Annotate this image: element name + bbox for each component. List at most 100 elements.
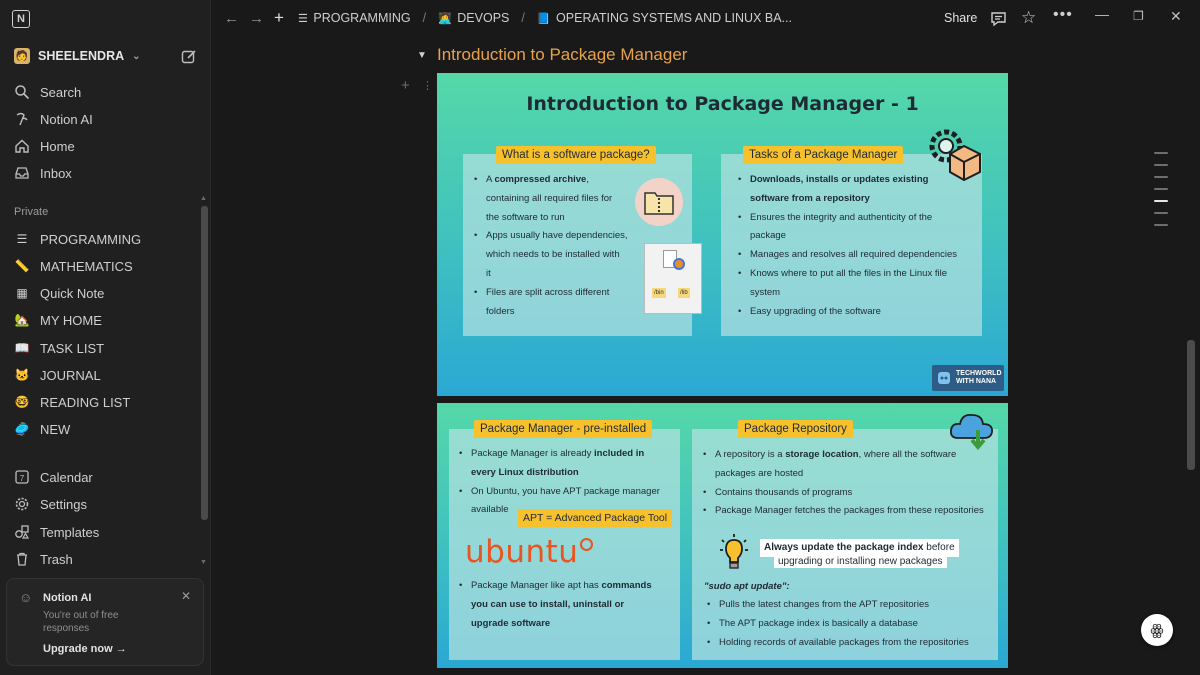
more-options-icon[interactable]: ••• bbox=[1053, 6, 1073, 23]
share-button[interactable]: Share bbox=[944, 11, 978, 25]
page-emoji-icon: ☰ bbox=[16, 232, 28, 246]
page-emoji-icon: 🥏 bbox=[14, 422, 30, 436]
cloud-download-icon bbox=[949, 414, 993, 450]
sidebar-item-label: PROGRAMMING bbox=[40, 231, 142, 247]
list-item: On Ubuntu, you have APT package manager bbox=[457, 483, 679, 502]
breadcrumb-item-programming[interactable]: ☰ PROGRAMMING bbox=[298, 11, 411, 25]
outline-line[interactable] bbox=[1154, 164, 1168, 166]
sidebar-item-label: Templates bbox=[40, 524, 100, 540]
scroll-up-arrow-icon[interactable]: ▲ bbox=[200, 195, 207, 202]
sidebar-item-label: Calendar bbox=[40, 469, 93, 485]
sidebar-scrollbar[interactable] bbox=[201, 206, 208, 520]
sidebar-item-trash[interactable]: Trash bbox=[14, 549, 73, 569]
workspace-switcher[interactable]: 🧑 SHEELENDRA ⌄ bbox=[14, 48, 141, 64]
list-item: software from a repository bbox=[750, 192, 870, 204]
update-index-callout: Always update the package index before bbox=[760, 539, 959, 557]
sidebar-item-notion-ai[interactable]: Notion AI bbox=[14, 109, 93, 129]
sidebar-page-my-home[interactable]: 🏡 MY HOME bbox=[14, 310, 102, 330]
breadcrumb-item-devops[interactable]: 👩‍💻 DEVOPS bbox=[438, 11, 509, 25]
sidebar-item-settings[interactable]: Settings bbox=[14, 494, 87, 514]
sidebar-item-label: MATHEMATICS bbox=[40, 258, 133, 274]
breadcrumb-separator: / bbox=[521, 11, 525, 25]
svg-text:7: 7 bbox=[20, 474, 25, 483]
workspace-name: SHEELENDRA bbox=[38, 49, 125, 63]
sidebar-item-label: NEW bbox=[40, 421, 71, 437]
outline-line[interactable] bbox=[1154, 176, 1168, 178]
page-outline[interactable] bbox=[1154, 152, 1168, 236]
sidebar-page-programming[interactable]: ☰ PROGRAMMING bbox=[14, 229, 142, 249]
ubuntu-logo: ubuntu bbox=[465, 534, 579, 570]
page-emoji-icon: 🐱 bbox=[14, 368, 30, 382]
sidebar-page-reading-list[interactable]: 🤓 READING LIST bbox=[14, 392, 131, 412]
sidebar-item-calendar[interactable]: 7 Calendar bbox=[14, 467, 93, 487]
crumb-emoji-icon: ☰ bbox=[298, 13, 308, 25]
notion-ai-card: ☺ Notion AI ✕ You're out of free respons… bbox=[6, 578, 204, 666]
sidebar-item-label: Trash bbox=[40, 551, 73, 567]
list-item: Downloads, installs or updates existing bbox=[736, 171, 976, 190]
sidebar-page-new[interactable]: 🥏 NEW bbox=[14, 419, 71, 439]
sidebar-item-inbox[interactable]: Inbox bbox=[14, 163, 72, 183]
restore-window-icon[interactable]: ❐ bbox=[1133, 9, 1144, 23]
close-window-icon[interactable]: ✕ bbox=[1170, 8, 1182, 24]
notion-ai-icon bbox=[16, 112, 28, 126]
notion-logo-icon: N bbox=[12, 10, 30, 28]
ai-card-text: You're out of free responses bbox=[43, 610, 119, 634]
sidebar-page-mathematics[interactable]: 📏 MATHEMATICS bbox=[14, 256, 133, 276]
list-item: Pulls the latest changes from the APT re… bbox=[705, 596, 1000, 615]
upgrade-now-link[interactable]: Upgrade now → bbox=[43, 643, 127, 655]
sidebar-page-task-list[interactable]: 📖 TASK LIST bbox=[14, 338, 105, 358]
page-emoji-icon: 📏 bbox=[14, 259, 30, 273]
ubuntu-circle-icon bbox=[580, 538, 593, 551]
list-item: available bbox=[471, 504, 509, 516]
main-scrollbar[interactable] bbox=[1187, 340, 1195, 470]
breadcrumb-item-operating-systems[interactable]: 📘 OPERATING SYSTEMS AND LINUX BA... bbox=[537, 11, 792, 25]
slide2-left-bullets: Package Manager is already included in e… bbox=[457, 445, 679, 520]
chevron-down-icon: ⌄ bbox=[132, 50, 141, 62]
slide1-left-bullets: A compressed archive, containing all req… bbox=[472, 171, 642, 321]
sidebar-page-quick-note[interactable]: ▦ Quick Note bbox=[14, 283, 104, 303]
sidebar-item-label: Notion AI bbox=[40, 111, 93, 127]
list-item: Knows where to put all the files in the … bbox=[736, 265, 976, 284]
outline-line[interactable] bbox=[1154, 152, 1168, 154]
sidebar-page-journal[interactable]: 🐱 JOURNAL bbox=[14, 365, 101, 385]
lib-folder-label: /lib bbox=[678, 288, 690, 298]
breadcrumb: ☰ PROGRAMMING / 👩‍💻 DEVOPS / 📘 OPERATING… bbox=[298, 11, 792, 25]
new-page-icon[interactable] bbox=[181, 49, 197, 65]
sidebar-item-home[interactable]: Home bbox=[14, 136, 75, 156]
list-item: The APT package index is basically a dat… bbox=[705, 615, 1000, 634]
comments-icon[interactable] bbox=[990, 11, 1007, 27]
toggle-triangle-icon[interactable]: ▼ bbox=[417, 49, 427, 61]
favorite-star-icon[interactable]: ☆ bbox=[1021, 8, 1037, 27]
notion-ai-help-button[interactable]: ꙮ bbox=[1141, 614, 1173, 646]
toggle-block[interactable]: ▼ Introduction to Package Manager bbox=[417, 45, 687, 65]
new-tab-plus-icon[interactable]: + bbox=[274, 8, 284, 27]
list-item: containing all required files for bbox=[486, 192, 613, 204]
list-item: folders bbox=[486, 305, 515, 317]
upgrade-label: Upgrade now bbox=[43, 643, 113, 655]
slide-title: Introduction to Package Manager - 1 bbox=[526, 93, 919, 115]
list-item: you can use to install, uninstall or bbox=[471, 598, 625, 610]
outline-line[interactable] bbox=[1154, 212, 1168, 214]
scroll-down-arrow-icon[interactable]: ▼ bbox=[200, 559, 207, 566]
add-block-plus-icon[interactable]: + bbox=[401, 77, 410, 94]
section-label-private: Private bbox=[14, 206, 49, 218]
list-item: Apps usually have dependencies, bbox=[472, 227, 642, 246]
outline-line[interactable] bbox=[1154, 188, 1168, 190]
back-arrow-icon[interactable]: ← bbox=[224, 10, 239, 27]
robot-icon bbox=[938, 372, 950, 384]
outline-line-active[interactable] bbox=[1154, 200, 1168, 202]
topbar: ← → + bbox=[212, 0, 1200, 38]
notion-ai-face-icon: ☺ bbox=[19, 590, 33, 605]
bin-folder-label: /bin bbox=[652, 288, 666, 298]
sidebar: N 🧑 SHEELENDRA ⌄ Search Notion AI Home I… bbox=[0, 0, 211, 675]
minimize-window-icon[interactable]: — bbox=[1095, 6, 1109, 22]
sidebar-item-search[interactable]: Search bbox=[14, 82, 81, 102]
outline-line[interactable] bbox=[1154, 224, 1168, 226]
sidebar-item-templates[interactable]: Templates bbox=[14, 522, 99, 542]
list-item: upgrade software bbox=[471, 617, 551, 629]
crumb-label: PROGRAMMING bbox=[313, 11, 411, 25]
forward-arrow-icon[interactable]: → bbox=[249, 10, 264, 27]
sidebar-item-label: Home bbox=[40, 138, 75, 154]
close-icon[interactable]: ✕ bbox=[180, 589, 191, 603]
